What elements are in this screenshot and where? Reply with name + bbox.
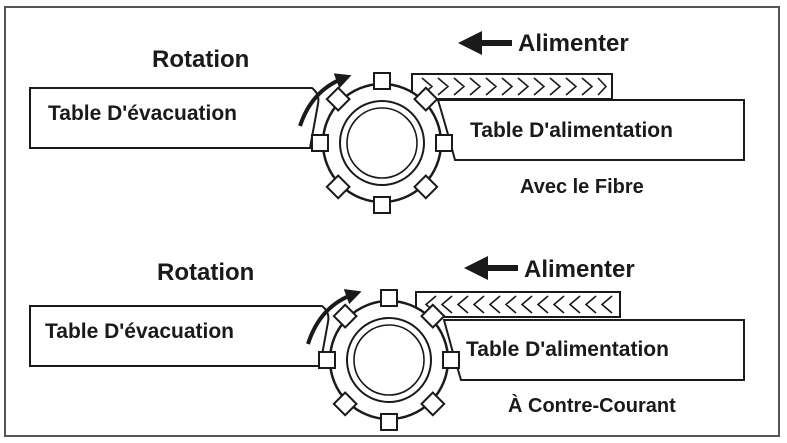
feed-table-label: Table D'alimentation xyxy=(470,119,673,142)
mode-label: À Contre-Courant xyxy=(508,394,676,417)
cutter-head xyxy=(311,72,453,214)
rotation-label: Rotation xyxy=(152,46,249,73)
feed-label: Alimenter xyxy=(524,256,635,283)
cutter-head xyxy=(318,289,460,431)
rotation-arrow xyxy=(306,289,362,345)
panel-with-grain: Table D'évacuation Table D'alimentation xyxy=(29,30,745,214)
feed-label: Alimenter xyxy=(518,30,629,57)
panel-against-grain: Table D'évacuation Table D'alimentation xyxy=(29,256,745,431)
stock-board xyxy=(415,291,621,318)
feed-table-label: Table D'alimentation xyxy=(466,338,669,361)
mode-label: Avec le Fibre xyxy=(520,176,644,198)
rotation-label: Rotation xyxy=(157,259,254,286)
discharge-table-label: Table D'évacuation xyxy=(48,102,237,125)
rotation-arrow xyxy=(298,73,352,127)
discharge-table-label: Table D'évacuation xyxy=(45,320,234,343)
stock-board xyxy=(411,73,613,100)
